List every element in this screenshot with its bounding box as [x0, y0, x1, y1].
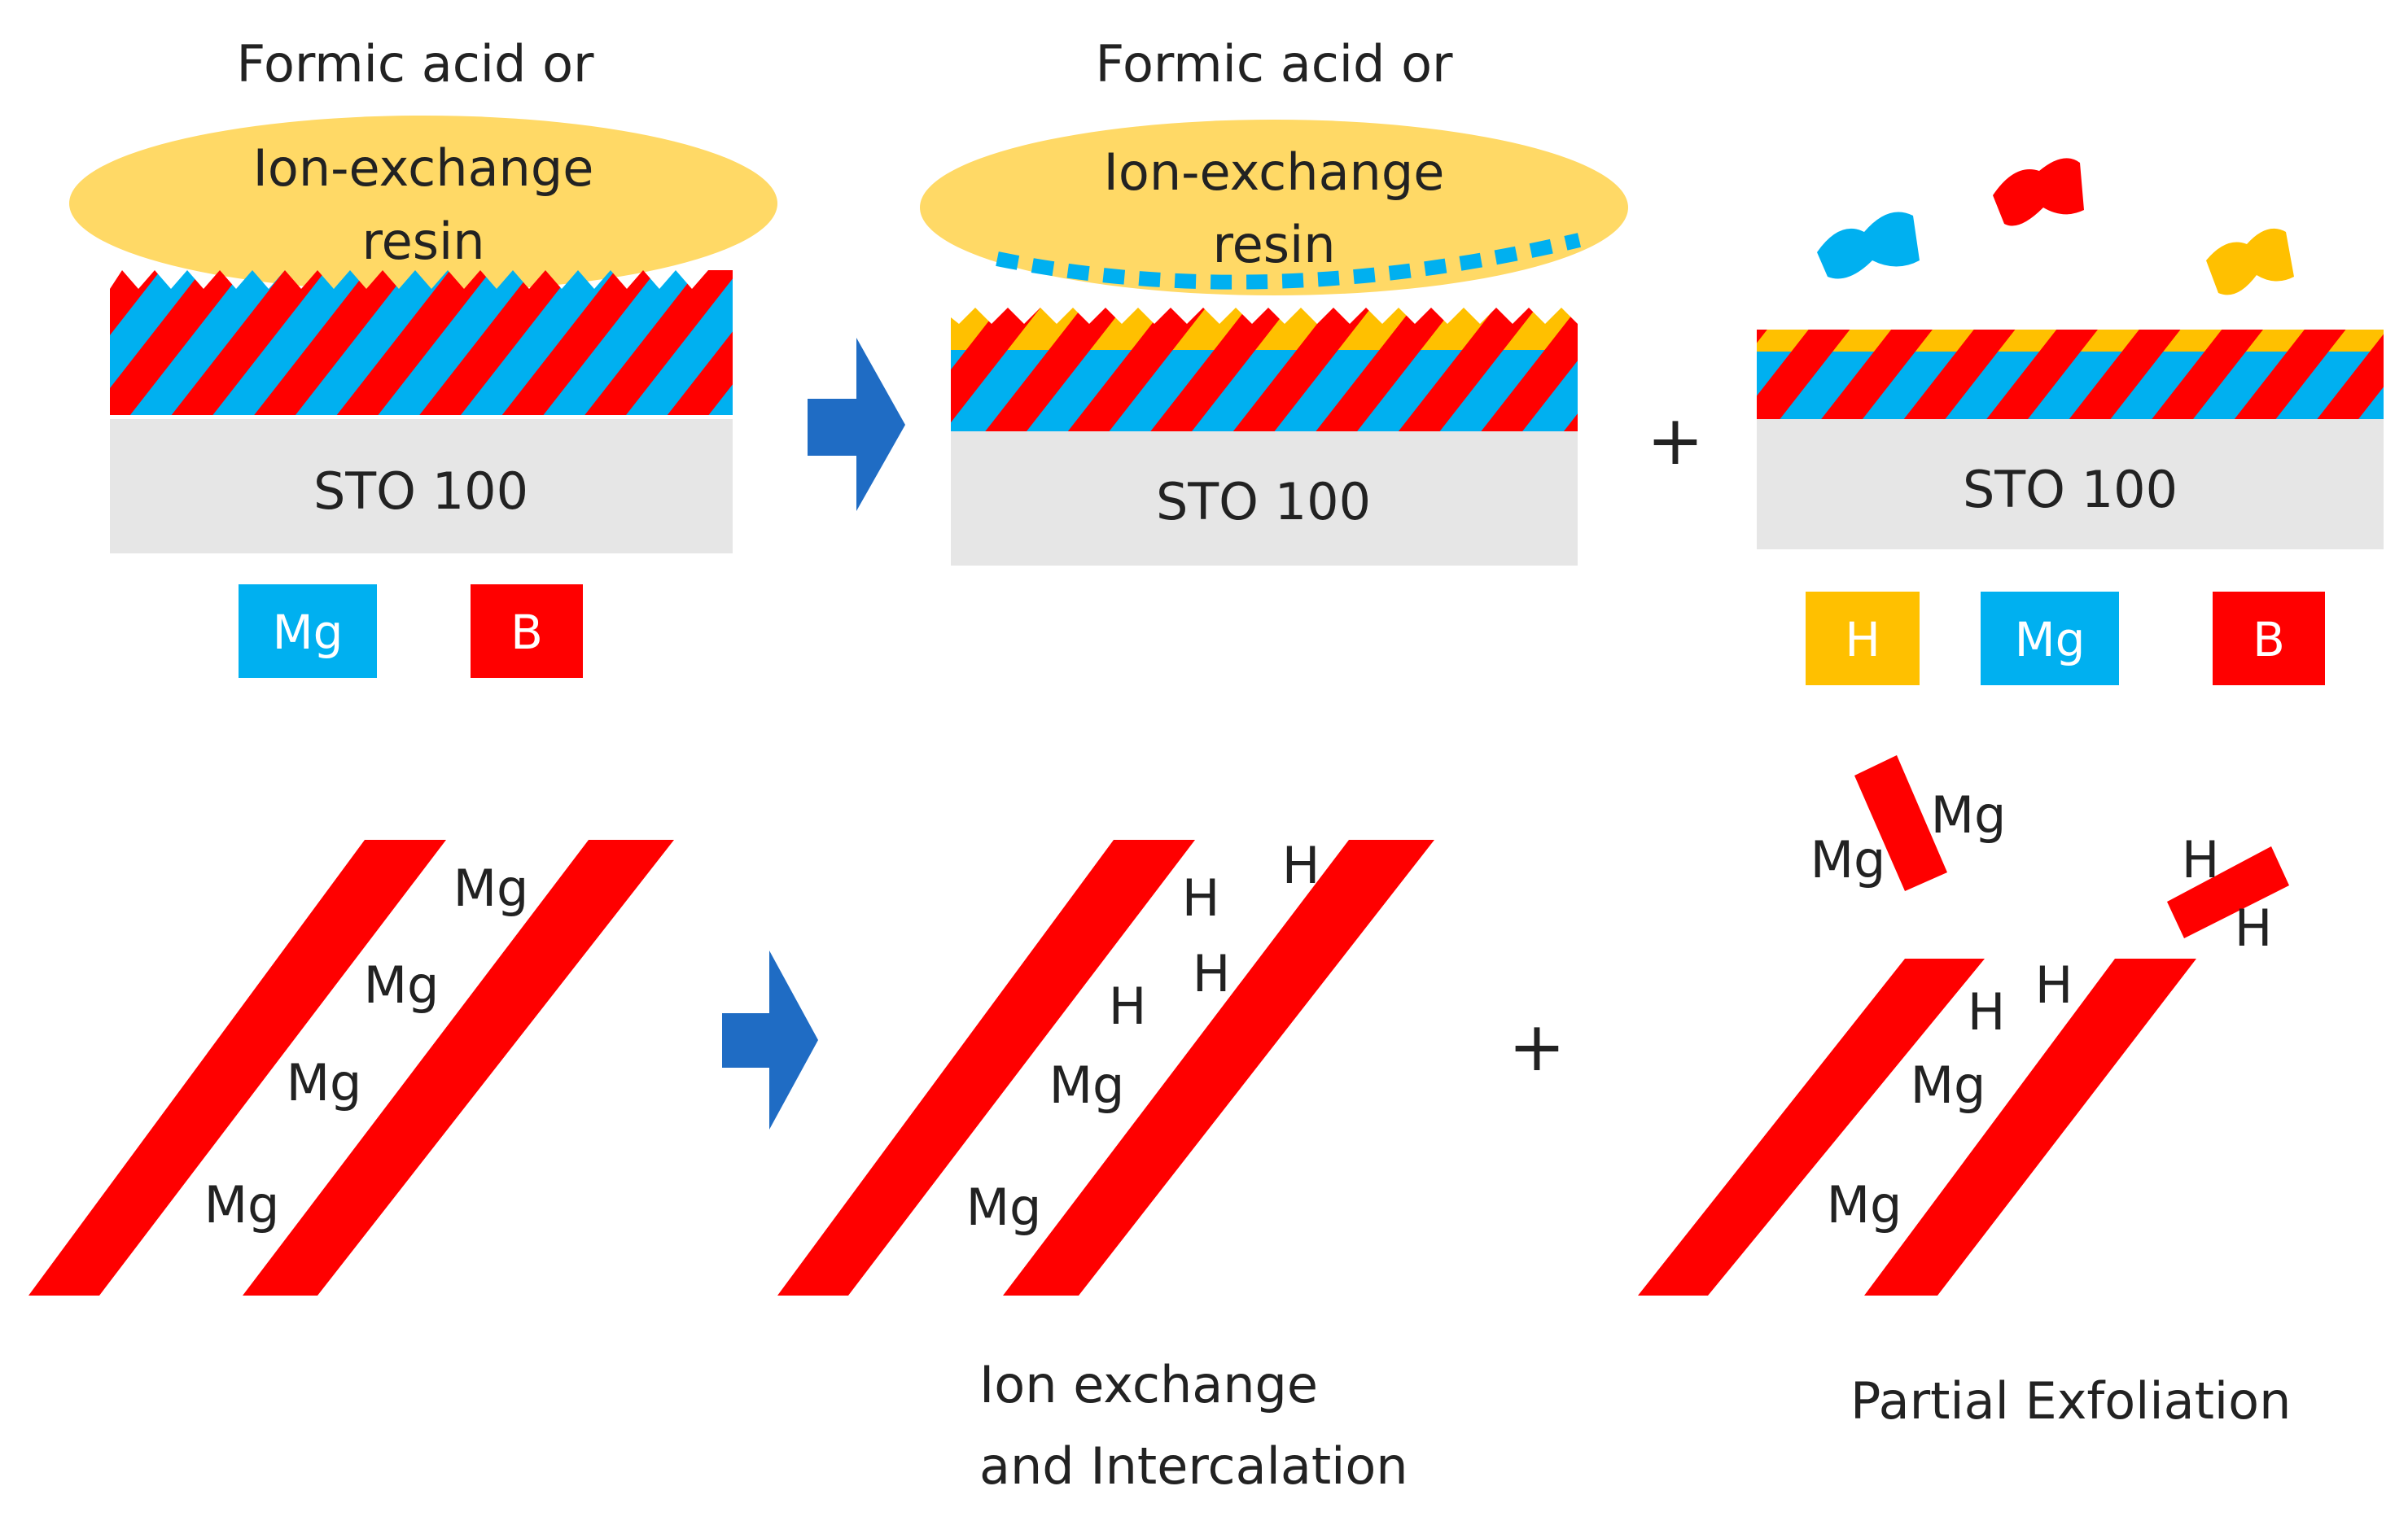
- h-label: H: [1282, 836, 1320, 895]
- legend-mg: Mg: [1981, 592, 2119, 685]
- substrate-label: STO 100: [1156, 472, 1371, 531]
- plus-sign: +: [1508, 1007, 1565, 1086]
- caption-line2: and Intercalation: [979, 1436, 1408, 1496]
- legend-b: B: [471, 584, 583, 678]
- reagent-label-line1: Formic acid or: [237, 34, 595, 94]
- mg-label: Mg: [1049, 1056, 1125, 1115]
- substrate-label: STO 100: [1963, 460, 2178, 519]
- reagent-label-line3: resin: [361, 212, 484, 271]
- mg-label: Mg: [204, 1175, 280, 1235]
- h-label: H: [2182, 830, 2220, 889]
- boron-layer: [28, 840, 446, 1296]
- mg-label: Mg: [287, 1053, 362, 1112]
- h-label: H: [1968, 982, 2006, 1042]
- boron-layer: [243, 840, 674, 1296]
- resin-ellipse: [69, 116, 777, 291]
- reagent-label-line1: Formic acid or: [1096, 34, 1454, 94]
- reagent-label-line3: resin: [1212, 215, 1335, 274]
- plus-sign: +: [1647, 400, 1704, 480]
- mgb2-film: [110, 270, 733, 415]
- process-arrow: [722, 951, 818, 1130]
- legend-h: H: [1806, 592, 1920, 685]
- mg-label: Mg: [1931, 785, 2007, 845]
- flake-h: [2206, 228, 2294, 295]
- caption-line1: Ion exchange: [979, 1355, 1318, 1414]
- legend-b-label: B: [510, 605, 543, 660]
- mgb2-film: [1757, 352, 2384, 419]
- sto-substrate: [1757, 419, 2384, 549]
- boron-layer: [1864, 959, 2196, 1296]
- boron-layer: [1003, 840, 1434, 1296]
- bottom-panel-3: Mg Mg H H H H Mg Mg Partial Exfoliation: [1638, 755, 2291, 1431]
- h-label: H: [1193, 944, 1231, 1003]
- h-label: H: [2035, 955, 2073, 1015]
- sto-substrate: [110, 419, 733, 553]
- h-label: H: [2235, 898, 2273, 958]
- reagent-label-line2: Ion-exchange: [253, 138, 594, 198]
- caption: Partial Exfoliation: [1850, 1371, 2291, 1431]
- top-panel-2: Formic acid or Ion-exchange resin STO 10…: [920, 34, 1628, 566]
- boron-layer: [777, 840, 1195, 1296]
- boron-layer: [1638, 959, 1985, 1296]
- resin-ellipse: [920, 120, 1628, 295]
- exfoliated-flake: [2167, 846, 2289, 938]
- bottom-panel-2: H H H H Mg Mg Ion exchange and Intercala…: [777, 836, 1434, 1496]
- mg-label: Mg: [453, 859, 529, 918]
- h-label: H: [1182, 868, 1220, 928]
- top-panel-1: Formic acid or Ion-exchange resin STO 10…: [69, 34, 777, 678]
- mg-label: Mg: [1810, 830, 1886, 889]
- intercalated-top-band: [951, 308, 1578, 350]
- legend-mg-label: Mg: [273, 605, 344, 660]
- exfoliated-top-band: [1757, 330, 2384, 354]
- mg-label: Mg: [1911, 1056, 1986, 1115]
- reagent-label-line2: Ion-exchange: [1104, 142, 1445, 202]
- exfoliated-flake: [1854, 755, 1947, 891]
- mg-label: Mg: [364, 955, 440, 1015]
- process-arrow: [808, 338, 905, 511]
- bottom-panel-1: Mg Mg Mg Mg: [28, 840, 674, 1296]
- mg-label: Mg: [1827, 1175, 1902, 1235]
- substrate-label: STO 100: [313, 461, 528, 521]
- flake-b: [1993, 158, 2084, 226]
- h-ion-dashed-front: [996, 233, 1582, 290]
- legend-h-label: H: [1845, 612, 1880, 667]
- legend-b: B: [2213, 592, 2325, 685]
- top-panel-3: STO 100 H Mg B: [1757, 158, 2384, 685]
- legend-mg-label: Mg: [2015, 612, 2086, 667]
- flake-mg: [1817, 212, 1920, 279]
- legend-b-label: B: [2253, 612, 2285, 667]
- legend-mg: Mg: [239, 584, 377, 678]
- h-label: H: [1109, 977, 1147, 1036]
- sto-substrate: [951, 431, 1578, 566]
- mg-label: Mg: [966, 1178, 1042, 1237]
- mgb2-film: [951, 350, 1578, 431]
